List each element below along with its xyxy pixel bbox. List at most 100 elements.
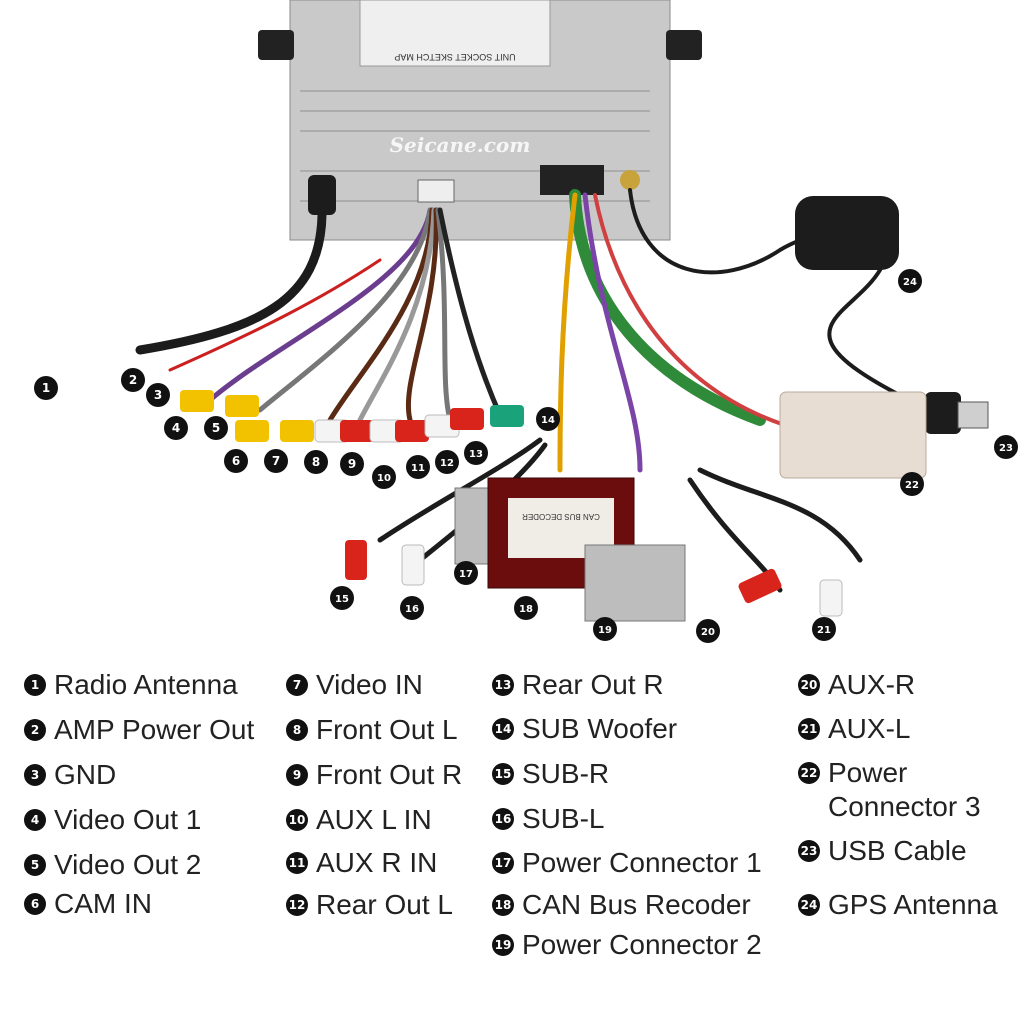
photo-badge-19: 19	[593, 617, 617, 641]
legend-label: CAM IN	[54, 888, 152, 919]
sticker-title: UNIT SOCKET SKETCH MAP	[394, 52, 515, 62]
svg-text:11: 11	[411, 463, 425, 474]
legend-label: Video Out 1	[54, 804, 202, 835]
radio-antenna-cable	[135, 210, 327, 355]
svg-text:13: 13	[469, 449, 483, 460]
socket-sketch-map-sticker	[359, 0, 551, 67]
legend-number: 14	[492, 718, 514, 740]
legend-item-6: 6 CAM IN	[24, 887, 152, 921]
photo-badge-23: 23	[994, 435, 1018, 459]
svg-text:1: 1	[42, 381, 50, 395]
legend-number: 24	[798, 894, 820, 916]
legend-label: AUX-L	[828, 713, 911, 744]
photo-badge-1: 1	[34, 376, 58, 400]
svg-text:5: 5	[212, 421, 220, 435]
legend-item-20: 20 AUX-R	[798, 668, 915, 702]
legend-number: 8	[286, 719, 308, 741]
legend-label: AUX L IN	[316, 804, 432, 835]
legend-label: Video Out 2	[54, 849, 202, 880]
svg-text:6: 6	[232, 454, 240, 468]
legend-number: 17	[492, 852, 514, 874]
legend-number: 21	[798, 718, 820, 740]
photo-badge-20: 20	[696, 619, 720, 643]
svg-text:14: 14	[541, 415, 555, 426]
legend-label: CAN Bus Recoder	[522, 889, 751, 920]
rca-harness-socket	[417, 179, 455, 203]
legend-item-3: 3 GND	[24, 758, 116, 792]
usb-cable-plug	[925, 392, 961, 434]
legend-item-22: 22 Power Connector 3	[798, 756, 1018, 824]
legend-label: SUB-L	[522, 803, 605, 834]
photo-badge-13: 13	[464, 441, 488, 465]
legend-number: 11	[286, 852, 308, 874]
legend-number: 1	[24, 674, 46, 696]
main-harness-bundle	[569, 189, 766, 426]
legend-label: Power Connector 2	[522, 929, 762, 960]
photo-badge-3: 3	[146, 383, 170, 407]
legend-number: 20	[798, 674, 820, 696]
gps-jack	[620, 170, 640, 190]
svg-text:17: 17	[459, 569, 473, 580]
legend-item-21: 21 AUX-L	[798, 712, 910, 746]
legend-item-15: 15 SUB-R	[492, 757, 609, 791]
antenna-jack	[308, 175, 336, 215]
legend-number: 12	[286, 894, 308, 916]
legend-item-8: 8 Front Out L	[286, 713, 458, 747]
photo-badge-16: 16	[400, 596, 424, 620]
photo-badge-10: 10	[372, 465, 396, 489]
legend-item-4: 4 Video Out 1	[24, 803, 201, 837]
photo-badge-21: 21	[812, 617, 836, 641]
svg-text:10: 10	[377, 473, 391, 484]
head-unit-wiring-photo: UNIT SOCKET SKETCH MAP Seicane.com	[34, 0, 1018, 643]
legend-item-2: 2 AMP Power Out	[24, 713, 254, 747]
svg-text:23: 23	[999, 443, 1013, 454]
legend-label: AUX-R	[828, 669, 916, 700]
legend-item-1: 1 Radio Antenna	[24, 668, 238, 702]
legend-item-9: 9 Front Out R	[286, 758, 462, 792]
svg-text:9: 9	[348, 457, 356, 471]
power-connector-3	[779, 391, 927, 479]
legend-label: Front Out L	[316, 714, 458, 745]
svg-text:8: 8	[312, 455, 320, 469]
legend-label: SUB Woofer	[522, 713, 678, 744]
legend-item-5: 5 Video Out 2	[24, 848, 201, 882]
legend-item-11: 11 AUX R IN	[286, 846, 437, 880]
legend-item-18: 18 CAN Bus Recoder	[492, 888, 751, 922]
legend-item-19: 19 Power Connector 2	[492, 928, 762, 962]
svg-text:19: 19	[598, 625, 612, 636]
legend-label: Radio Antenna	[54, 669, 238, 700]
legend-number: 13	[492, 674, 514, 696]
legend-number: 2	[24, 719, 46, 741]
legend-label: Power Connector 3	[828, 757, 981, 822]
photo-badge-15: 15	[330, 586, 354, 610]
legend-number: 9	[286, 764, 308, 786]
svg-text:20: 20	[701, 627, 715, 638]
photo-badge-7: 7	[264, 449, 288, 473]
photo-badge-11: 11	[406, 455, 430, 479]
svg-text:3: 3	[154, 388, 162, 402]
rca-plugs	[180, 390, 843, 617]
legend-label: AMP Power Out	[54, 714, 255, 745]
legend-number: 18	[492, 894, 514, 916]
svg-text:18: 18	[519, 604, 533, 615]
legend-item-10: 10 AUX L IN	[286, 803, 432, 837]
svg-text:22: 22	[905, 480, 919, 491]
legend-item-14: 14 SUB Woofer	[492, 712, 677, 746]
legend-number: 15	[492, 763, 514, 785]
legend-label: SUB-R	[522, 758, 610, 789]
photo-badge-18: 18	[514, 596, 538, 620]
svg-text:16: 16	[405, 604, 419, 615]
legend-label: USB Cable	[828, 835, 967, 866]
watermark: Seicane.com	[390, 133, 531, 157]
photo-badge-9: 9	[340, 452, 364, 476]
svg-text:12: 12	[440, 458, 454, 469]
svg-text:21: 21	[817, 625, 831, 636]
svg-text:2: 2	[129, 373, 137, 387]
legend-label: GND	[54, 759, 117, 790]
legend-number: 23	[798, 840, 820, 862]
legend-item-7: 7 Video IN	[286, 668, 423, 702]
gps-antenna-puck	[795, 196, 899, 270]
legend-item-24: 24 GPS Antenna	[798, 888, 1018, 922]
decoder-label: CAN BUS DECODER	[522, 512, 600, 521]
legend-number: 6	[24, 893, 46, 915]
